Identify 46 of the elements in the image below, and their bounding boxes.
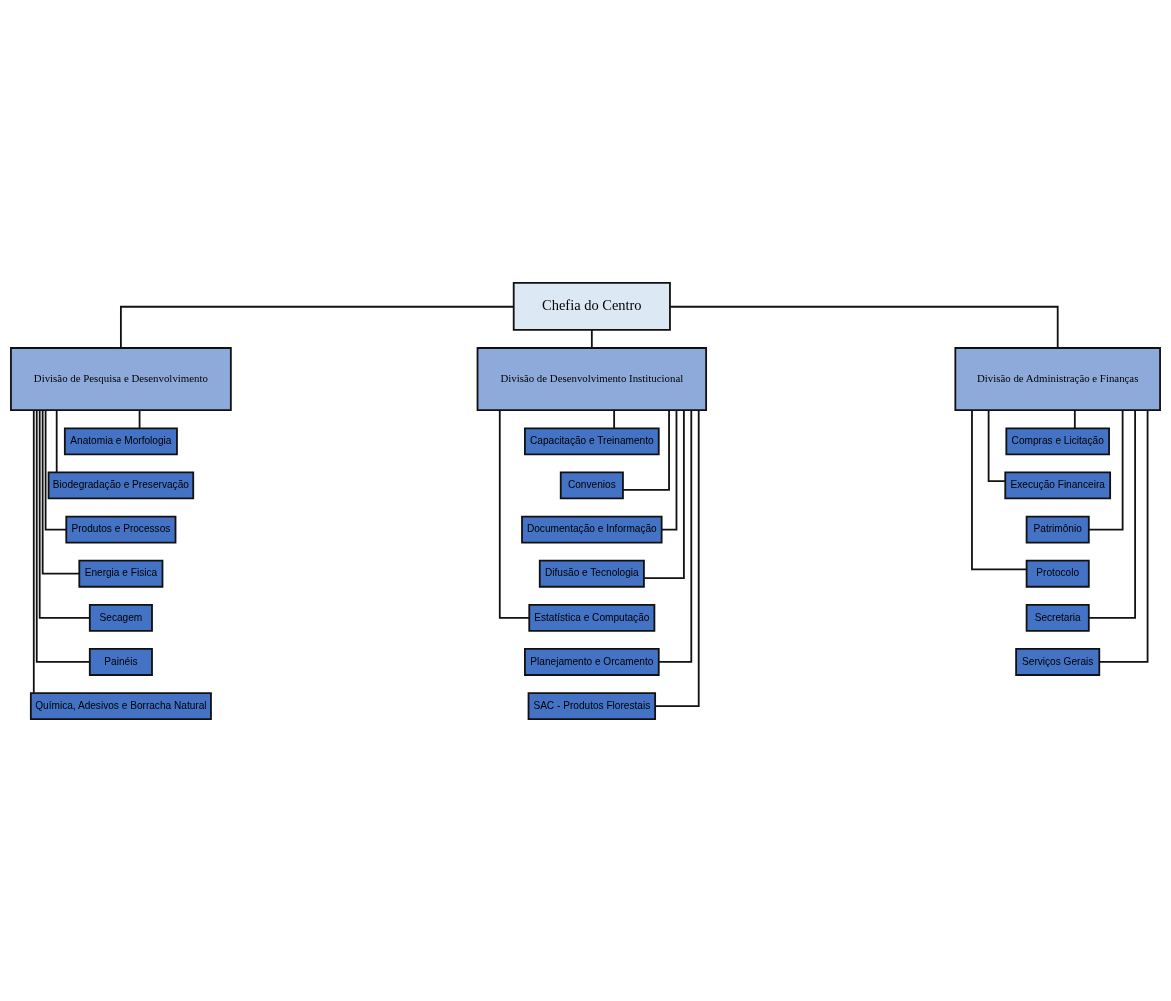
node-box: Protocolo [1025,559,1090,588]
connector [1073,409,1076,429]
connector [120,305,515,349]
connector [44,408,68,530]
connector [660,408,678,530]
node-box: Difusão e Tecnologia [538,559,645,588]
node-box: Estatística e Computação [528,603,656,632]
node-box: Produtos e Processos [65,515,177,543]
node-box: Divisão de Desenvolvimento Institucional [476,346,708,411]
node-box: Biodegradação e Preservação [47,471,195,499]
node-box: Energia e Fisica [78,559,164,588]
connector [669,305,1059,349]
node-box: Painéis [88,647,153,676]
connector [987,408,1006,482]
connector [55,409,58,473]
node-box: Química, Adesivos e Borracha Natural [29,691,212,720]
node-box: Compras e Licitação [1005,426,1110,455]
node-box: Documentação e Informação [521,515,663,543]
node-box: Divisão de Administração e Finanças [954,346,1161,411]
node-box: Convenios [559,471,624,499]
node-box: Secagem [88,603,153,632]
connector [1088,408,1136,619]
connector [613,409,616,429]
node-box: Secretaria [1025,603,1090,632]
connector [1087,408,1124,530]
connector [658,409,693,663]
connector [1098,409,1149,663]
node-box: Divisão de Pesquisa e Desenvolvimento [10,346,232,411]
connector [498,408,531,619]
node-box: Chefia do Centro [512,281,671,331]
connector [971,408,1028,570]
connector [35,409,91,663]
node-box: Anatomia e Morfologia [63,426,178,455]
connector [41,408,81,575]
connector [622,408,670,491]
connector [32,409,35,694]
node-box: Planejamento e Orcamento [524,647,660,676]
node-box: Patrimônio [1025,515,1090,543]
connector [643,409,685,579]
connector [654,409,700,707]
node-box: SAC - Produtos Florestais [527,691,657,720]
connector [590,328,593,349]
connector [38,408,91,619]
node-box: Execução Financeira [1004,471,1112,499]
node-box: Serviços Gerais [1015,647,1101,676]
node-box: Capacitação e Treinamento [524,426,660,455]
